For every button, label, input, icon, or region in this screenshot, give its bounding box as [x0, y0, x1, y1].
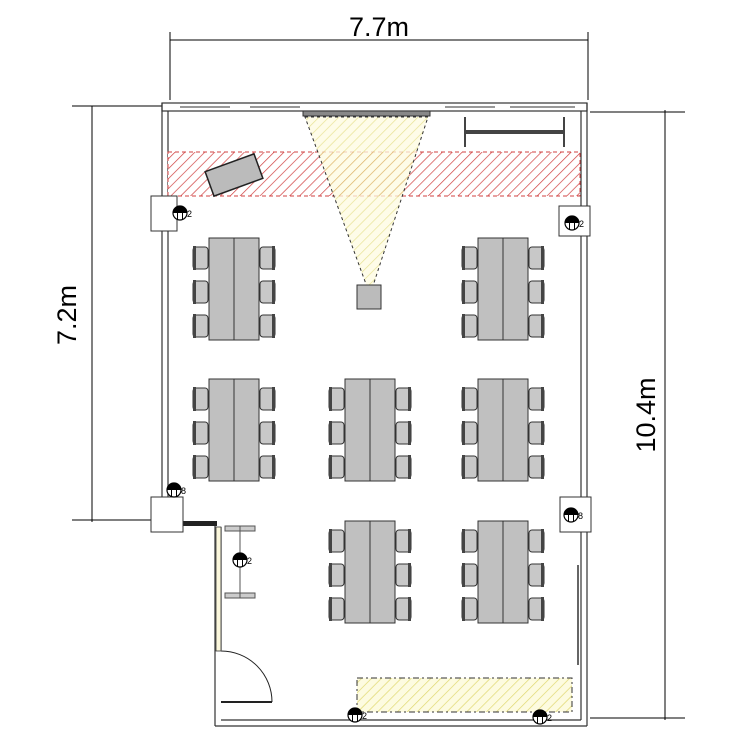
outlet-bottom-left-icon: 2 [347, 707, 367, 723]
entry-wall-segment [183, 521, 217, 526]
chair [259, 280, 276, 304]
chair [461, 421, 478, 445]
door[interactable] [220, 650, 273, 703]
chair [528, 529, 545, 553]
outlet-mid-left-icon: 8 [166, 482, 186, 498]
outlet-count: 2 [579, 219, 584, 229]
chair [461, 280, 478, 304]
chair [328, 421, 345, 445]
table-group [461, 378, 545, 482]
outlet-top-right-icon: 2 [564, 215, 584, 231]
chair [461, 563, 478, 587]
width-dimension [169, 32, 589, 100]
outlet-count: 8 [578, 511, 583, 521]
outlet-bottom-right-icon: 2 [532, 709, 552, 725]
chair [461, 529, 478, 553]
chair [395, 529, 412, 553]
left-height-dimension [72, 105, 165, 522]
chair [328, 597, 345, 621]
chair [259, 455, 276, 479]
chair [461, 314, 478, 338]
chair [461, 455, 478, 479]
chair [259, 246, 276, 270]
width-label: 7.7m [349, 12, 409, 42]
chair [461, 597, 478, 621]
table-group [461, 520, 545, 624]
table-group [461, 237, 545, 341]
outlet-top-left-icon: 2 [172, 205, 192, 221]
outlet-count: 2 [362, 711, 367, 721]
chair [528, 563, 545, 587]
chair [528, 314, 545, 338]
chair [395, 597, 412, 621]
right-height-dimension [590, 110, 685, 720]
chair [192, 421, 209, 445]
chair [192, 314, 209, 338]
chair [259, 387, 276, 411]
outlet-count: 2 [547, 713, 552, 723]
lectern-desk [204, 152, 264, 198]
chair [328, 529, 345, 553]
outlet-entry-icon: 2 [232, 552, 252, 568]
table-group [192, 237, 276, 341]
outlet-count: 2 [187, 209, 192, 219]
projector [356, 284, 382, 310]
projection-zone [304, 116, 429, 297]
outlets: 2 2 8 8 2 2 2 [166, 205, 584, 725]
outlet-count: 2 [247, 556, 252, 566]
chair [528, 455, 545, 479]
table-group [328, 378, 412, 482]
chair [328, 563, 345, 587]
chair [328, 387, 345, 411]
chair [395, 421, 412, 445]
chair [528, 597, 545, 621]
chair [395, 455, 412, 479]
chair [259, 314, 276, 338]
outlet-mid-right-icon: 8 [563, 507, 583, 523]
chair [395, 563, 412, 587]
left-height-label: 7.2m [52, 285, 82, 345]
chair [528, 421, 545, 445]
outlet-count: 8 [181, 486, 186, 496]
chair [461, 387, 478, 411]
chair [192, 280, 209, 304]
chair [528, 246, 545, 270]
chair [528, 280, 545, 304]
chair [461, 246, 478, 270]
chair [192, 246, 209, 270]
chair [192, 455, 209, 479]
table-group [192, 378, 276, 482]
table-groups [192, 237, 545, 624]
chair [528, 387, 545, 411]
chair [192, 387, 209, 411]
chair [395, 387, 412, 411]
chair [259, 421, 276, 445]
projection-screen [302, 110, 431, 117]
side-glass [215, 526, 222, 652]
table-group [328, 520, 412, 624]
right-height-label: 10.4m [631, 377, 661, 452]
rear-zone [356, 677, 573, 713]
whiteboard [464, 117, 565, 147]
chair [328, 455, 345, 479]
